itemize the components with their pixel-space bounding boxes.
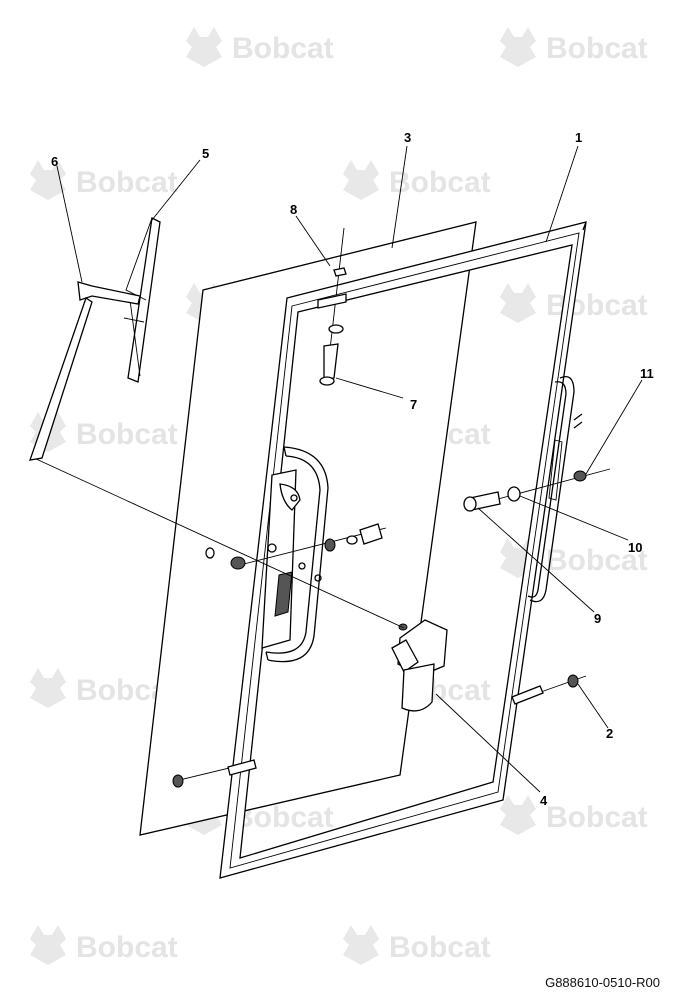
bobcat-logo-icon [186,27,222,67]
watermark-text: Bobcat [546,32,648,65]
watermark-text: Bobcat [76,418,178,451]
bolt-washer-nut-parts-9-10-11 [463,468,611,512]
bobcat-logo-icon [30,925,66,965]
watermark: Bobcat [30,412,178,452]
bobcat-logo-icon [500,283,536,323]
watermark-text: Bobcat [389,931,491,964]
shaft-axis-line [33,457,405,629]
left-handle-latch-assembly [261,446,329,663]
callout-9: 9 [594,611,601,626]
inner-hardware [205,523,387,570]
watermark-text: Bobcat [546,801,648,834]
wiper-arm-part-6 [29,281,141,461]
door-frame-part-1 [219,221,587,879]
wiper-blade-part-5 [123,217,161,383]
bobcat-logo-icon [30,160,66,200]
drawing-number: G888610-0510-R00 [545,975,660,990]
callout-2: 2 [606,726,613,741]
bobcat-logo-icon [500,27,536,67]
watermark: Bobcat [186,27,334,67]
wiper-pivot-hardware-parts-7-8 [317,227,347,386]
callout-10: 10 [628,540,642,555]
watermark: Bobcat [500,795,648,835]
watermark: Bobcat [343,925,491,965]
callout-3: 3 [404,130,411,145]
leader-lines [56,145,643,793]
bobcat-logo-icon [30,668,66,708]
bobcat-logo-icon [500,795,536,835]
watermark-text: Bobcat [546,544,648,577]
callout-labels: 1 2 3 4 5 6 7 8 9 10 11 [51,130,654,808]
callout-5: 5 [202,146,209,161]
wiper-motor-part-4 [391,619,448,712]
callout-8: 8 [290,202,297,217]
glass-panel-part-3 [139,221,477,836]
watermark-text: Bobcat [389,166,491,199]
watermark: Bobcat [500,27,648,67]
watermark: Bobcat [30,160,178,200]
watermark: Bobcat [30,925,178,965]
callout-7: 7 [410,397,417,412]
bobcat-logo-icon [343,925,379,965]
callout-1: 1 [575,130,582,145]
hinge-pin-part-2 [172,674,587,788]
watermark: Bobcat [500,538,648,578]
right-grab-handle [527,375,583,603]
watermark: Bobcat [343,160,491,200]
callout-4: 4 [540,793,548,808]
callout-11: 11 [640,366,654,381]
watermark-text: Bobcat [232,32,334,65]
callout-6: 6 [51,154,58,169]
watermark-text: Bobcat [76,931,178,964]
watermark-text: Bobcat [76,166,178,199]
bobcat-logo-icon [343,160,379,200]
